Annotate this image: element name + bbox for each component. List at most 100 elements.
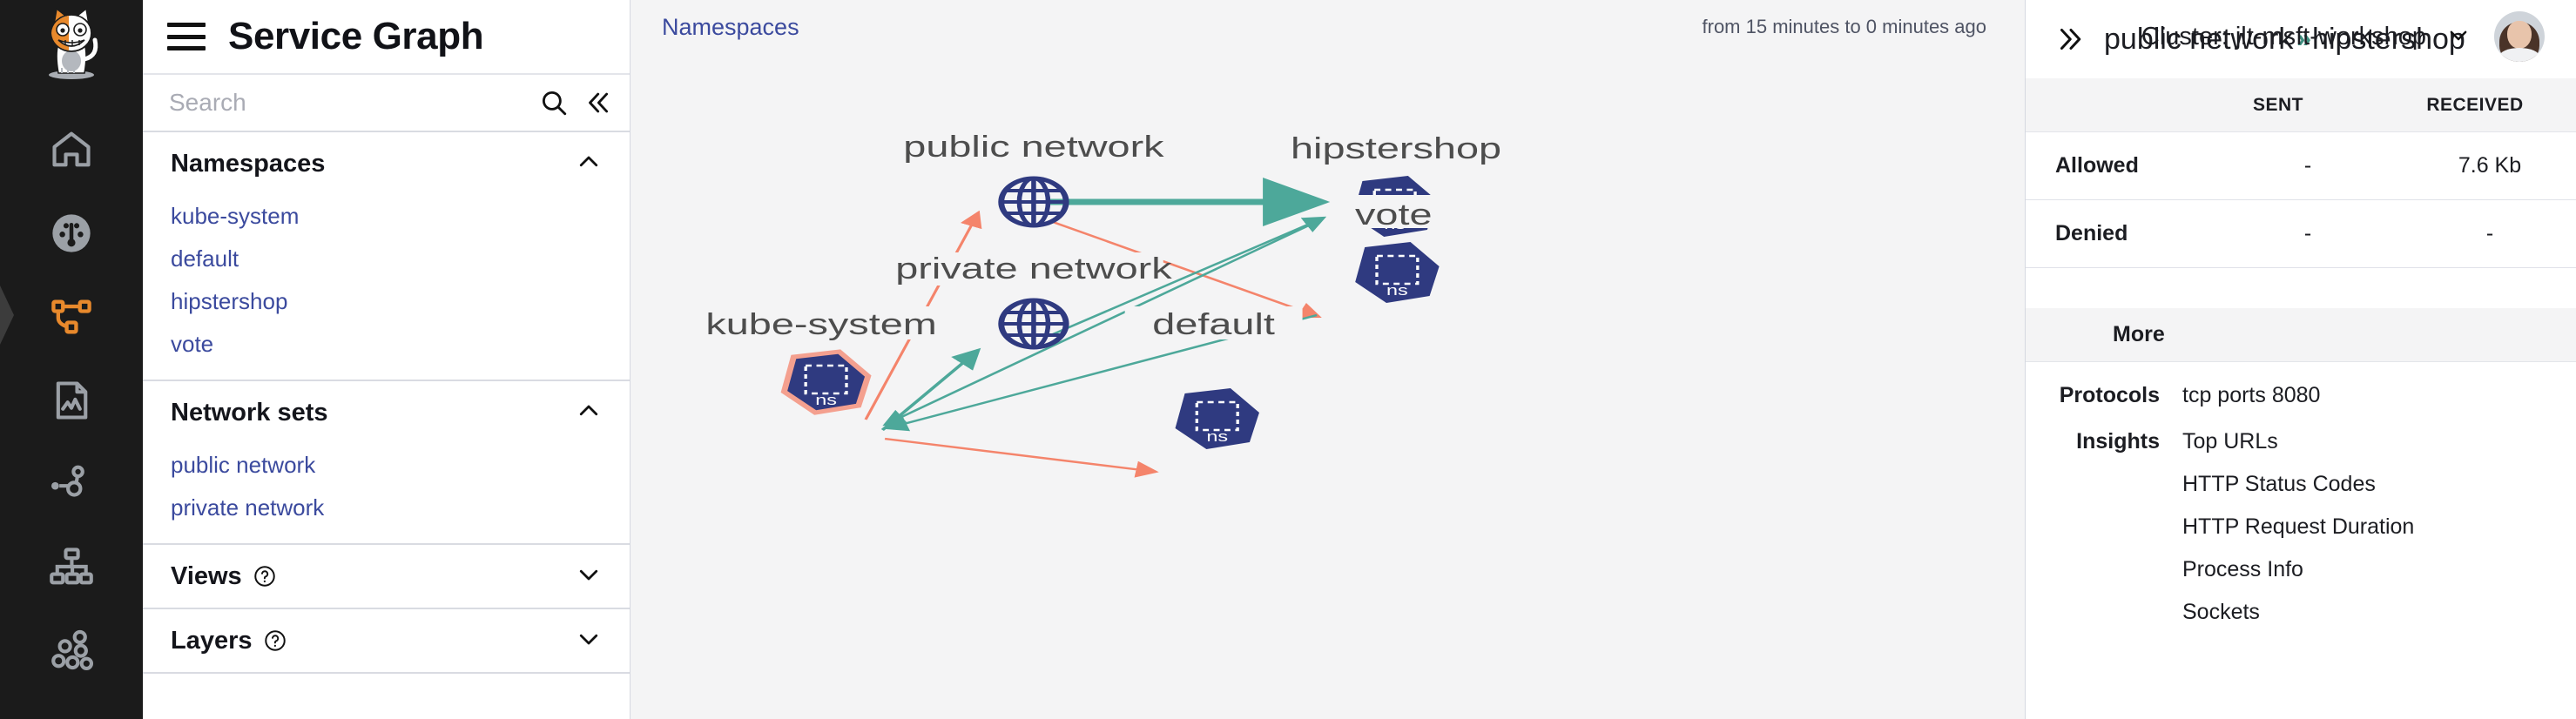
insight-http-status-codes[interactable]: HTTP Status Codes	[2182, 472, 2376, 496]
graph-node-public-network[interactable]: public network	[903, 130, 1164, 228]
cluster-molecule-icon	[49, 628, 94, 674]
th-received: RECEIVED	[2426, 94, 2524, 115]
sidebar-item-policies[interactable]	[0, 526, 143, 609]
sidebar-item-vote[interactable]: vote	[171, 331, 214, 357]
node-label: hipstershop	[1291, 131, 1501, 165]
hierarchy-icon	[49, 545, 94, 590]
protocols-label: Protocols	[2059, 383, 2160, 407]
more-label: More	[2113, 322, 2165, 346]
node-label: public network	[903, 130, 1164, 163]
row-denied-sent: -	[2303, 221, 2312, 245]
edge-public-network-vote[interactable]	[1049, 219, 1322, 319]
section-header-network-sets[interactable]: Network sets	[143, 381, 630, 444]
sidebar-item-hipstershop[interactable]: hipstershop	[171, 288, 288, 314]
question-mark-circle-icon[interactable]	[253, 564, 277, 588]
sidebar-item-logs[interactable]	[0, 359, 143, 442]
search-input[interactable]	[169, 89, 525, 117]
chevron-down-icon[interactable]	[576, 561, 602, 592]
graph-node-vote[interactable]: vote ns	[1336, 195, 1452, 303]
chevron-up-icon[interactable]	[576, 149, 602, 179]
cluster-selector[interactable]: Cluster: jlt-msft-workshop	[2141, 22, 2471, 52]
sidebar-item-service-graph[interactable]	[0, 275, 143, 359]
section-header-views[interactable]: Views	[143, 545, 630, 608]
sidebar-section-namespaces: Namespaces kube-system default hipstersh…	[143, 132, 630, 381]
breadcrumb[interactable]: Namespaces	[662, 13, 799, 40]
search-row	[143, 73, 630, 132]
chevron-double-left-icon[interactable]	[583, 88, 612, 118]
graph-svg: public network hipstershop	[688, 130, 1516, 478]
row-denied-received: -	[2485, 221, 2494, 245]
edge-private-network-hipstershop[interactable]	[1052, 216, 1327, 336]
details-source: public network	[2104, 22, 2294, 56]
namespace-node-shape: ns	[1175, 388, 1259, 449]
section-title: Namespaces	[171, 149, 326, 178]
chevron-down-icon[interactable]	[576, 626, 602, 656]
node-label: kube-system	[705, 307, 936, 340]
calico-cat-logo[interactable]	[0, 0, 143, 89]
insights-label: Insights	[2076, 429, 2160, 454]
node-label: vote	[1355, 198, 1433, 231]
details-panel: public network » hipstershop SENT RECEIV…	[2026, 0, 2576, 719]
row-label-denied: Denied	[2055, 221, 2128, 245]
insight-top-urls[interactable]: Top URLs	[2182, 429, 2278, 454]
section-header-namespaces[interactable]: Namespaces	[143, 132, 630, 195]
table-row: Allowed - 7.6 Kb	[2026, 132, 2576, 200]
section-title: Network sets	[171, 398, 328, 427]
flow-nodes-icon	[49, 461, 94, 507]
search-icon[interactable]	[539, 88, 569, 118]
details-target: hipstershop	[2312, 22, 2465, 56]
details-more-header[interactable]: More	[2026, 308, 2576, 362]
graph-node-private-network[interactable]: private network	[895, 252, 1172, 350]
sidebar-item-public-network[interactable]: public network	[171, 452, 316, 478]
section-header-layers[interactable]: Layers	[143, 609, 630, 672]
insight-process-info[interactable]: Process Info	[2182, 557, 2303, 581]
namespace-node-shape: ns	[780, 349, 872, 415]
node-label: default	[1152, 307, 1275, 340]
sidebar-item-flow-visualizations[interactable]	[0, 442, 143, 526]
question-mark-circle-icon[interactable]	[263, 628, 287, 653]
graph-canvas[interactable]: public network hipstershop	[631, 54, 2025, 719]
hamburger-icon[interactable]	[167, 23, 206, 50]
ns-badge: ns	[815, 392, 837, 408]
title-row: Service Graph	[143, 0, 630, 73]
insight-http-request-duration[interactable]: HTTP Request Duration	[2182, 514, 2415, 539]
avatar[interactable]	[2494, 11, 2545, 62]
edge-kube-system-private-network[interactable]	[880, 347, 981, 431]
sidebar-item-private-network[interactable]: private network	[171, 494, 325, 521]
row-allowed-sent: -	[2303, 153, 2312, 178]
cluster-label: Cluster: jlt-msft-workshop	[2141, 22, 2426, 50]
section-body-namespaces: kube-system default hipstershop vote	[143, 195, 630, 380]
section-title: Views	[171, 561, 242, 590]
ns-badge: ns	[1206, 428, 1228, 445]
chevron-up-icon[interactable]	[576, 398, 602, 428]
sidebar-item-default[interactable]: default	[171, 245, 239, 272]
details-header: public network » hipstershop	[2026, 0, 2576, 78]
chevron-down-icon[interactable]	[2445, 22, 2471, 52]
th-sent: SENT	[2252, 94, 2303, 115]
node-label: private network	[895, 252, 1172, 285]
insight-sockets[interactable]: Sockets	[2182, 600, 2260, 624]
left-side-panel: Service Graph Namespaces	[143, 0, 631, 719]
dashboard-gauge-icon	[49, 211, 94, 256]
details-title: public network » hipstershop	[2104, 23, 2465, 57]
sidebar-item-kube-system[interactable]: kube-system	[171, 203, 300, 229]
edge-kube-system-default[interactable]	[884, 437, 1159, 478]
sidebar-item-home[interactable]	[0, 108, 143, 192]
graph-node-kube-system[interactable]: kube-system ns	[688, 306, 955, 415]
sidebar-item-nodes[interactable]	[0, 609, 143, 693]
graph-node-default[interactable]: default ns	[1124, 306, 1303, 449]
sidebar-section-views: Views	[143, 545, 630, 609]
graph-nodes: public network hipstershop	[688, 130, 1516, 449]
details-spacer	[2026, 268, 2576, 308]
left-nav-rail	[0, 0, 143, 719]
sidebar-item-dashboards[interactable]	[0, 192, 143, 275]
chevron-double-right-icon[interactable]	[2055, 24, 2087, 55]
top-right-controls: Cluster: jlt-msft-workshop	[2141, 0, 2576, 73]
details-table-header: SENT RECEIVED	[2026, 78, 2576, 132]
rail-item-list	[0, 89, 143, 693]
globe-icon	[998, 298, 1069, 350]
details-protocols-row: Protocols tcp ports 8080	[2026, 362, 2576, 408]
edge-hipstershop-kube-system[interactable]	[882, 218, 1323, 427]
row-allowed-received: 7.6 Kb	[2458, 153, 2522, 178]
